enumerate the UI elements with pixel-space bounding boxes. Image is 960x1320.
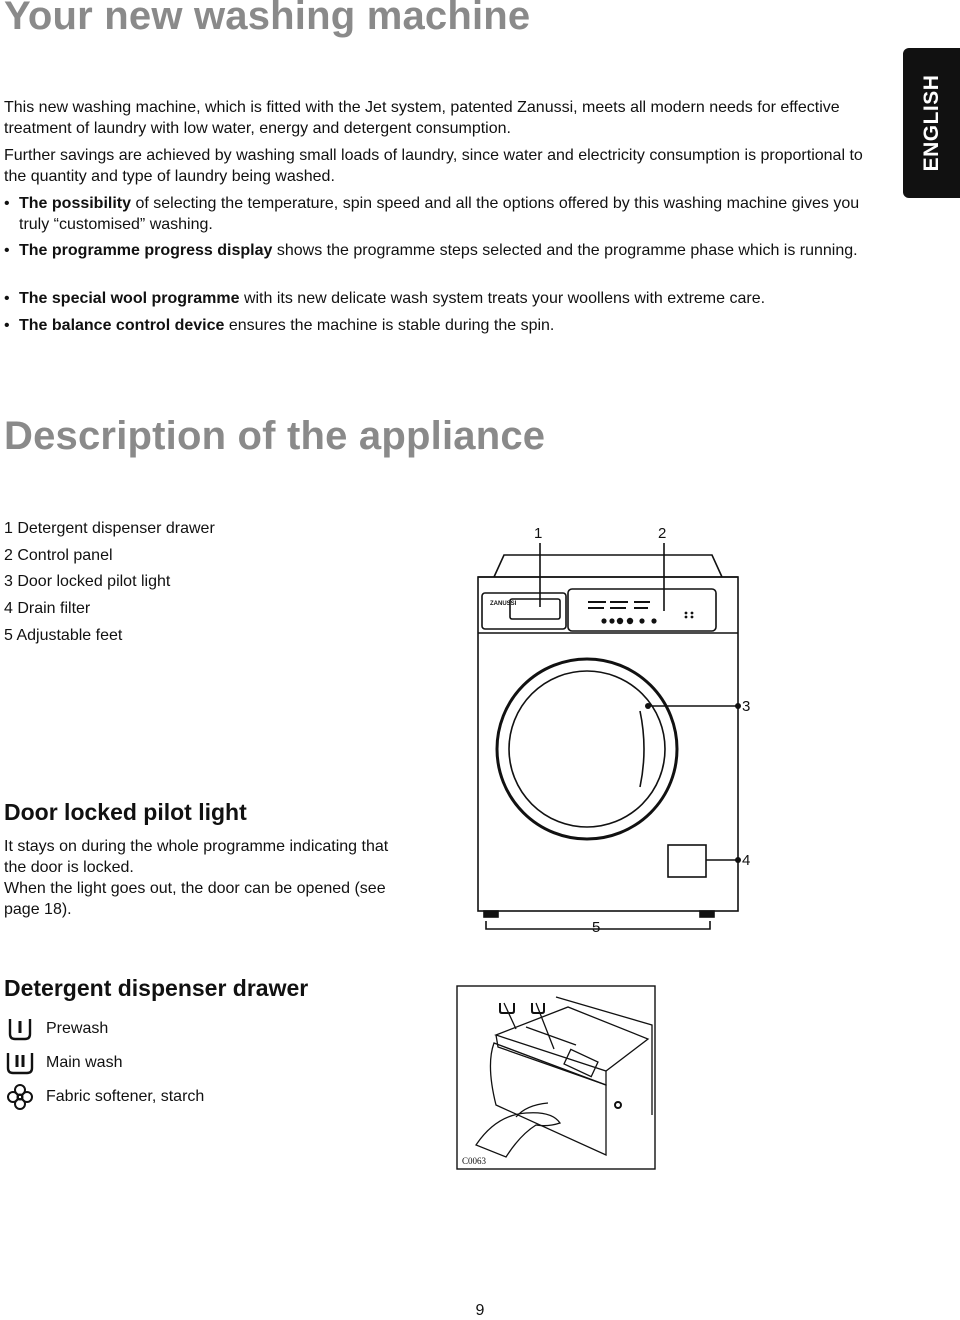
drawer-handle bbox=[509, 598, 561, 620]
drawer-softener-symbol bbox=[614, 1101, 622, 1109]
machine-body bbox=[477, 576, 739, 912]
bullet-text: ensures the machine is stable during the… bbox=[224, 317, 555, 334]
bullet-text: shows the programme steps selected and t… bbox=[272, 242, 858, 259]
foot-left bbox=[483, 910, 499, 918]
bullet-text: with its new delicate wash system treats… bbox=[239, 290, 766, 307]
bullet-bold: The programme progress display bbox=[19, 242, 273, 259]
bullet-dot: • bbox=[4, 290, 10, 307]
leader-b bbox=[535, 1002, 555, 1050]
page-number: 9 bbox=[475, 1302, 485, 1319]
bullet-bold: The special wool programme bbox=[19, 290, 240, 307]
foot-right bbox=[699, 910, 715, 918]
callout-bracket-5 bbox=[485, 921, 711, 930]
bullet-item: • The special wool programme with its new… bbox=[4, 288, 864, 309]
parts-list-item: 1 Detergent dispenser drawer bbox=[4, 520, 215, 537]
door-inner bbox=[508, 670, 666, 828]
panel-details bbox=[588, 601, 741, 863]
finger-line bbox=[515, 1102, 549, 1118]
bullet-item: • The programme progress display shows th… bbox=[4, 240, 864, 261]
section-title-drawer: Detergent dispenser drawer bbox=[4, 975, 309, 1001]
drawer-item-label: Prewash bbox=[46, 1020, 109, 1037]
drawer-item-label: Fabric softener, starch bbox=[46, 1088, 205, 1105]
drain-filter bbox=[667, 844, 707, 878]
drawer-side bbox=[495, 1034, 607, 1086]
figure-frame bbox=[456, 985, 656, 1170]
dispenser-drawer bbox=[481, 592, 567, 630]
bullet-bold: The balance control device bbox=[19, 317, 225, 334]
main-wash-icon bbox=[6, 1053, 34, 1075]
hand-outline bbox=[475, 1112, 562, 1158]
leader-a bbox=[503, 1002, 517, 1030]
parts-list: 1 Detergent dispenser drawer 2 Control p… bbox=[4, 516, 215, 650]
page-title: Your new washing machine bbox=[4, 0, 531, 38]
fabric-softener-icon bbox=[7, 1084, 33, 1110]
bullet-text: of selecting the temperature, spin speed… bbox=[19, 195, 860, 233]
machine-top bbox=[493, 554, 723, 578]
callout-5: 5 bbox=[592, 919, 600, 936]
bullet-bold: The possibility bbox=[19, 195, 132, 212]
parts-list-item: 4 Drain filter bbox=[4, 600, 91, 618]
callout-3: 3 bbox=[742, 698, 750, 715]
washing-machine-illustration: ZANUSSI 1 2 3 4 5 bbox=[477, 525, 750, 936]
cabinet-edge bbox=[555, 996, 653, 1115]
language-tab: ENGLISH bbox=[903, 48, 960, 198]
control-panel bbox=[567, 588, 717, 632]
callout-2: 2 bbox=[658, 525, 666, 542]
parts-list-item: 3 Door locked pilot light bbox=[4, 573, 171, 591]
bullet-dot: • bbox=[4, 195, 10, 212]
door-locked-text-2: When the light goes out, the door can be… bbox=[4, 880, 386, 918]
door-handle bbox=[639, 710, 645, 788]
drawer-item-label: Main wash bbox=[46, 1054, 123, 1071]
door-outer bbox=[495, 657, 679, 841]
bullet-item: • The balance control device ensures the … bbox=[4, 315, 864, 336]
figure-code: C0063 bbox=[462, 1156, 487, 1166]
softener-compartment bbox=[563, 1048, 599, 1078]
intro-paragraph-1: This new washing machine, which is fitte… bbox=[4, 99, 840, 137]
parts-list-item: 5 Adjustable feet bbox=[4, 626, 123, 644]
bullet-item: • The possibility of selecting the temper… bbox=[4, 193, 864, 235]
parts-list-item: 2 Control panel bbox=[4, 546, 113, 564]
callout-4: 4 bbox=[742, 852, 750, 869]
section-title-description: Description of the appliance bbox=[4, 414, 546, 458]
drawer-front bbox=[489, 1042, 607, 1157]
intro-paragraph-2: Further savings are achieved by washing … bbox=[4, 147, 863, 185]
drawer-prewash-symbol bbox=[531, 1003, 545, 1014]
language-tab-label: ENGLISH bbox=[919, 74, 943, 172]
bullet-dot: • bbox=[4, 242, 10, 259]
callout-1: 1 bbox=[534, 525, 542, 542]
section-title-door-locked: Door locked pilot light bbox=[4, 799, 247, 825]
detergent-drawer-illustration: C0063 bbox=[456, 985, 656, 1170]
brand-label: ZANUSSI bbox=[490, 601, 517, 607]
drawer-main-wash-symbol bbox=[499, 1003, 515, 1014]
divider-line bbox=[525, 1026, 577, 1046]
door-locked-text-1: It stays on during the whole programme i… bbox=[4, 838, 389, 876]
bullet-dot: • bbox=[4, 317, 10, 334]
prewash-icon bbox=[8, 1019, 32, 1041]
drawer-top bbox=[494, 1006, 650, 1072]
